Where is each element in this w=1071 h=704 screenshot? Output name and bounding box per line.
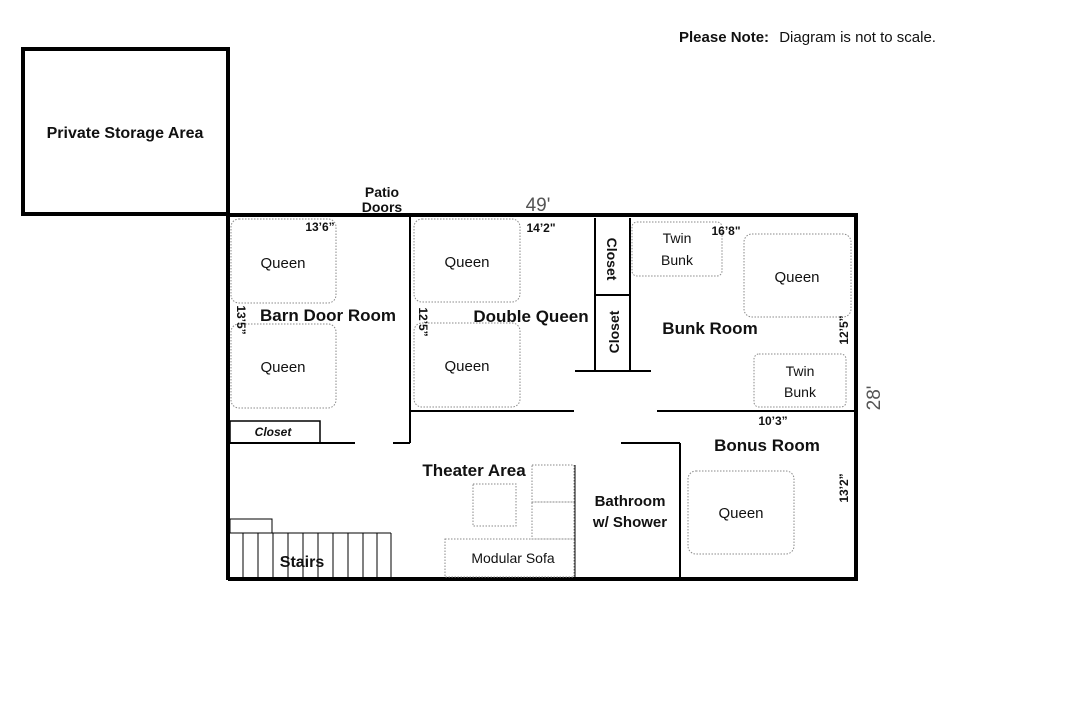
bunk-dim-side: 12’5” <box>837 315 851 344</box>
bunk-twin-top-label-1: Twin <box>663 230 692 246</box>
stairs-drawing <box>229 518 392 578</box>
bunk-twin-bottom-label-2: Bunk <box>784 384 817 400</box>
bonus-queen-bed <box>687 470 795 555</box>
barn-door-bed-2 <box>230 323 337 409</box>
bunk-dim-bottom: 10’3” <box>758 414 787 428</box>
overall-depth-label: 28' <box>864 386 885 411</box>
bonus-queen-label: Queen <box>718 505 763 522</box>
bathroom-label-1: Bathroom <box>595 493 666 510</box>
bunk-twin-bottom <box>753 353 847 408</box>
double-queen-dim-side: 12’5” <box>416 307 430 336</box>
barn-door-bed-2-label: Queen <box>260 359 305 376</box>
bunk-twin-top-label-2: Bunk <box>661 252 694 268</box>
barn-door-bed-1-label: Queen <box>260 255 305 272</box>
double-queen-dim-top: 14’2" <box>526 221 555 235</box>
bunk-twin-bottom-label-1: Twin <box>786 363 815 379</box>
theater-ottoman <box>472 483 517 527</box>
barn-door-room-label: Barn Door Room <box>260 306 396 325</box>
barn-door-dim-side: 13’5” <box>234 305 248 334</box>
modular-sofa-label: Modular Sofa <box>471 550 554 566</box>
bunk-queen-label: Queen <box>774 269 819 286</box>
closet-lower-label: Closet <box>606 310 622 353</box>
double-queen-bed-2-label: Queen <box>444 358 489 375</box>
bunk-queen-bed <box>743 233 852 318</box>
storage-area-outline <box>21 47 230 216</box>
bunk-room-label: Bunk Room <box>662 319 757 338</box>
patio-doors-label-2: Doors <box>362 199 403 215</box>
interior-walls <box>230 215 856 579</box>
overall-width-label: 49' <box>526 195 551 216</box>
outer-walls <box>226 213 858 581</box>
barn-door-dim-top: 13’6” <box>305 220 334 234</box>
patio-doors-label-1: Patio <box>365 184 399 200</box>
barn-door-bed-1 <box>230 218 337 304</box>
scale-note-text: Diagram is not to scale. <box>779 29 936 46</box>
double-queen-bed-1 <box>413 218 521 303</box>
barn-door-closet-label: Closet <box>255 425 293 439</box>
barn-door-closet <box>229 420 321 444</box>
scale-note-bold: Please Note: <box>679 29 769 46</box>
closet-upper-label: Closet <box>604 238 620 281</box>
double-queen-bed-1-label: Queen <box>444 254 489 271</box>
scale-note: Please Note: Diagram is not to scale. <box>679 29 936 46</box>
bathroom-label-2: w/ Shower <box>592 514 667 531</box>
bunk-dim-top: 16’8" <box>711 224 740 238</box>
bonus-room-label: Bonus Room <box>714 436 820 455</box>
bonus-dim-side: 13’2” <box>837 473 851 502</box>
stairs-label: Stairs <box>280 554 325 571</box>
storage-area-label: Private Storage Area <box>47 125 204 142</box>
double-queen-room-label: Double Queen <box>473 307 588 326</box>
bunk-twin-top <box>631 221 723 277</box>
modular-sofa <box>444 464 575 578</box>
theater-area-label: Theater Area <box>422 461 526 480</box>
double-queen-bed-2 <box>413 322 521 408</box>
